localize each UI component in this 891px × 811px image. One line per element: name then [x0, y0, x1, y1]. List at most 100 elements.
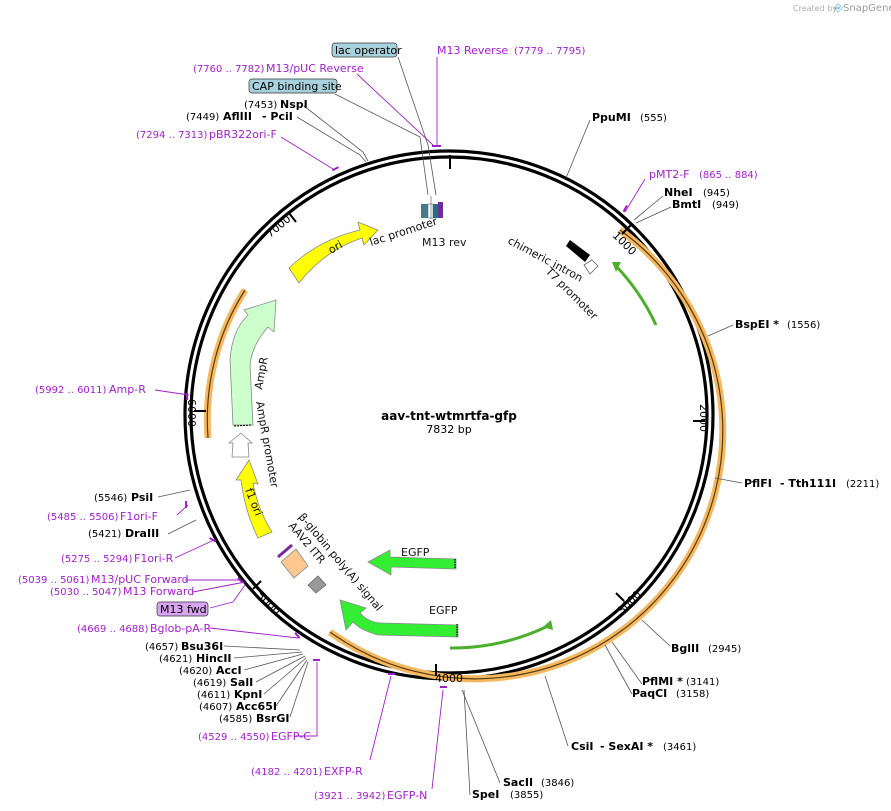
site-afliii-name: AflIII — [223, 110, 252, 123]
site-csii-name: CsiI — [571, 740, 593, 753]
site-bsu36i-name: Bsu36I — [181, 640, 223, 653]
site-bmti-pos: (949) — [712, 200, 739, 211]
green-arc-lower-head — [543, 620, 553, 630]
site-pflfi-name: PflFI — [744, 477, 772, 490]
tick-2000: 2000 — [697, 404, 710, 432]
aav2-itr-box — [280, 548, 309, 579]
site-sacii-pos: (3846) — [541, 778, 574, 789]
plasmid-name: aav-tnt-wtmrtfa-gfp — [381, 409, 517, 423]
cap-site-box — [248, 78, 338, 94]
ampr-label: AmpR — [252, 356, 271, 391]
site-psii-name: PsiI — [131, 491, 153, 504]
chimeric-intron-box — [566, 240, 590, 262]
site-pcii-name: - PciI — [262, 110, 293, 123]
site-bsrgi-name: BsrGI — [256, 712, 289, 725]
primer-pbr322-range: (7294 .. 7313) — [136, 130, 208, 141]
tick-4000: 4000 — [435, 672, 463, 685]
primer-m13-puc-reverse-name: M13/pUC Reverse — [266, 62, 364, 75]
ori-label: ori — [326, 238, 345, 256]
chimeric-intron-label: chimeric intron — [506, 234, 585, 284]
site-bmti-name: BmtI — [672, 198, 701, 211]
site-acc65i-name: Acc65I — [236, 700, 277, 713]
orange-arc-left-core — [206, 289, 246, 439]
tick-7000: 7000 — [264, 212, 294, 240]
primer-m13-puc-forward-name: M13/pUC Forward — [91, 573, 189, 586]
site-pflmi-pos: (3141) — [686, 677, 719, 688]
green-arc-upper-head — [612, 262, 621, 272]
primer-leaders — [154, 57, 646, 790]
site-bspei-name: BspEI * — [735, 318, 779, 331]
egfp-label-1: EGFP — [401, 546, 430, 559]
site-bglii-name: BglII — [671, 642, 699, 655]
m13-fwd-box — [156, 601, 209, 617]
lac-operator-box — [331, 42, 398, 58]
primer-amp-r-name: Amp-R — [109, 383, 146, 396]
site-draiii-name: DraIII — [125, 527, 159, 540]
site-bsu36i-pos: (4657) — [145, 642, 178, 653]
primer-bglob-name: Bglob-pA-R — [150, 622, 212, 635]
lac-operator-label: lac operator — [335, 44, 402, 57]
primer-egfp-n-range: (3921 .. 3942) — [314, 791, 386, 802]
primer-m13-reverse-range: (7779 .. 7795) — [514, 46, 586, 57]
site-bglii-pos: (2945) — [708, 644, 741, 655]
site-afliii-pos: (7449) — [186, 112, 219, 123]
site-sacii-name: SacII — [503, 776, 533, 789]
primer-m13-forward-range: (5030 .. 5047) — [50, 587, 122, 598]
site-nhei-name: NheI — [664, 186, 693, 199]
primer-egfp-n-name: EGFP-N — [387, 789, 427, 802]
site-ppumi-pos: (555) — [640, 113, 667, 124]
orange-arc-insert — [327, 227, 727, 683]
site-sali-pos: (4619) — [193, 678, 226, 689]
egfp-arrow-2 — [339, 599, 459, 638]
site-nspi-pos: (7453) — [244, 100, 277, 111]
green-arc-upper — [614, 264, 658, 326]
m13-rev-label: M13 rev — [422, 236, 467, 249]
primer-pbr322-name: pBR322ori-F — [209, 128, 277, 141]
primer-m13-puc-reverse-range: (7760 .. 7782) — [193, 64, 265, 75]
site-kpni-name: KpnI — [234, 688, 262, 701]
site-bspei-pos: (1556) — [787, 320, 820, 331]
site-hincii-pos: (4621) — [159, 654, 192, 665]
ampr-promoter-label: AmpR promoter — [253, 400, 281, 489]
cap-site-label: CAP binding site — [252, 80, 342, 93]
primer-m13-puc-forward-range: (5039 .. 5061) — [18, 575, 90, 586]
primer-m13-reverse-name: M13 Reverse — [437, 44, 508, 57]
credit-prefix: Created by — [793, 4, 837, 13]
site-draiii-pos: (5421) — [88, 529, 121, 540]
primer-f1ori-r-range: (5275 .. 5294) — [61, 554, 133, 565]
primer-amp-r-range: (5992 .. 6011) — [35, 385, 107, 396]
primer-exfp-r-name: EXFP-R — [324, 765, 363, 778]
site-spei-pos: (3855) — [510, 790, 543, 801]
site-pflmi-name: PflMI * — [642, 675, 683, 688]
snapgene-logo-icon: ⎆ — [834, 1, 843, 14]
site-acci-pos: (4620) — [179, 666, 212, 677]
m13-rev-box — [438, 202, 443, 218]
site-bsrgi-pos: (4585) — [219, 714, 252, 725]
site-paqci-name: PaqCI — [632, 687, 667, 700]
site-acci-name: AccI — [216, 664, 242, 677]
primer-bglob-range: (4669 .. 4688) — [77, 624, 149, 635]
primer-egfp-c-name: EGFP-C — [271, 730, 311, 743]
site-pflfi-pos: (2211) — [846, 479, 879, 490]
ampr-promoter-arrow — [227, 432, 254, 458]
site-acc65i-pos: (4607) — [199, 702, 232, 713]
site-paqci-pos: (3158) — [676, 689, 709, 700]
primer-m13-forward-name: M13 Forward — [123, 585, 194, 598]
primer-egfp-c-range: (4529 .. 4550) — [198, 732, 270, 743]
tick-5000: 5000 — [254, 589, 283, 618]
primer-f1ori-f-name: F1ori-F — [120, 510, 158, 523]
orange-arc-insert-core — [329, 229, 724, 680]
credit-brand: SnapGene — [843, 3, 891, 14]
site-sali-name: SalI — [230, 676, 253, 689]
site-spei-name: SpeI — [472, 788, 499, 801]
tick-6000: 6000 — [185, 399, 198, 427]
f1-ori-arrow — [235, 459, 273, 539]
egfp-label-2: EGFP — [429, 604, 458, 617]
primer-f1ori-r-name: F1ori-R — [134, 552, 174, 565]
t7-promoter-box — [583, 259, 599, 275]
green-arc-lower — [449, 624, 549, 650]
primer-pmt2-range: (865 .. 884) — [699, 170, 758, 181]
position-ticks — [194, 155, 705, 676]
site-hincii-name: HincII — [196, 652, 232, 665]
